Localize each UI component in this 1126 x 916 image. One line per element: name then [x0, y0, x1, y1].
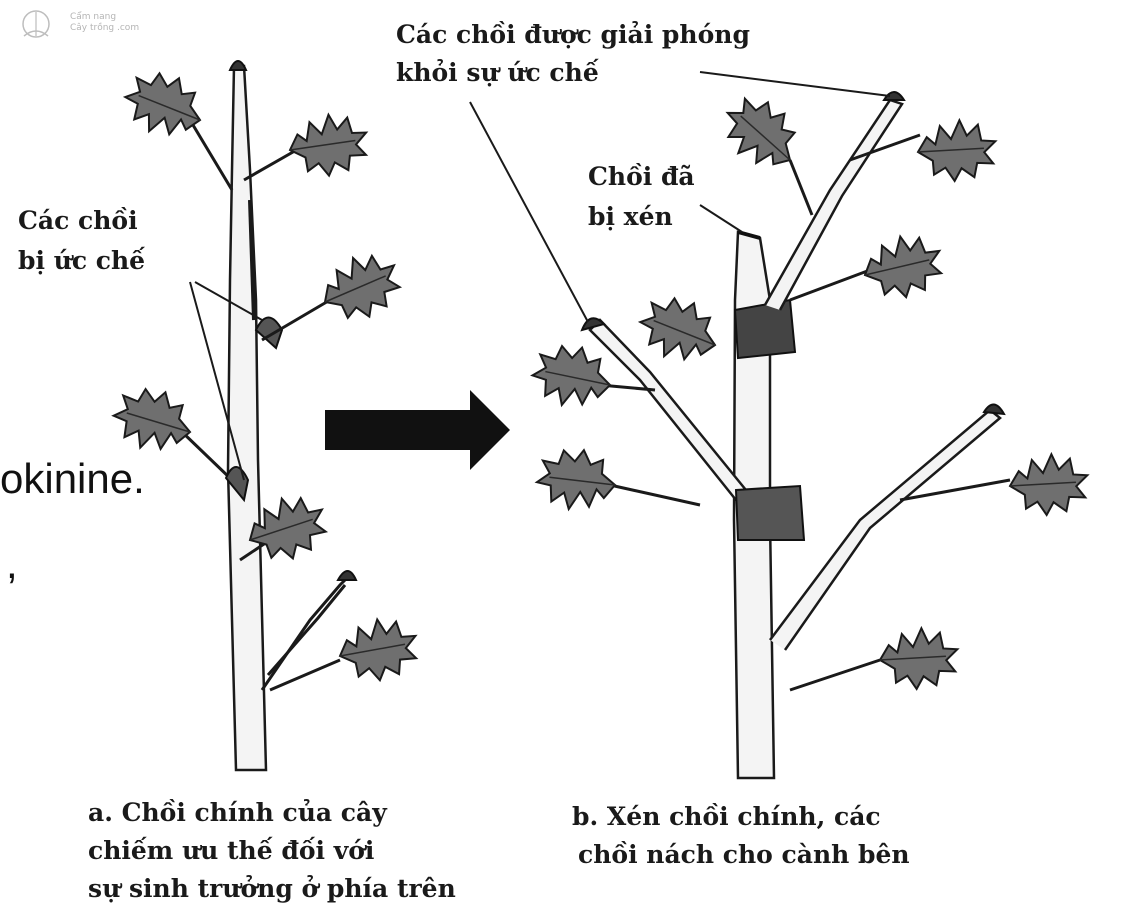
released-buds-label-line2: khỏi sự ức chế — [396, 56, 599, 90]
cut-bud-label-line1: Chồi đã — [588, 160, 695, 194]
caption-b-line1: b. Xén chồi chính, các — [572, 798, 881, 835]
released-buds-label-line1: Các chồi được giải phóng — [396, 18, 750, 52]
released-pointer-left — [470, 102, 588, 322]
released-pointer-right — [700, 72, 890, 96]
caption-a-line2: chiếm ưu thế đối với — [88, 832, 374, 869]
bg-text-fragment-1: okinine. — [0, 455, 145, 503]
apical-bud-a — [230, 61, 246, 70]
cut-bud-pointer — [700, 205, 742, 232]
cut-bud-label-line2: bị xén — [588, 200, 673, 234]
caption-b-line2: chồi nách cho cành bên — [578, 836, 910, 873]
inhibited-bud-1 — [256, 318, 282, 349]
caption-a-line1: a. Chồi chính của cây — [88, 794, 387, 831]
bg-text-fragment-2: , — [6, 540, 18, 588]
inhibited-buds-label-line2: bị ức chế — [18, 244, 145, 278]
inhibited-buds-label-line1: Các chồi — [18, 204, 138, 238]
caption-a-line3: sự sinh trưởng ở phía trên — [88, 870, 456, 907]
transition-arrow — [325, 390, 510, 470]
